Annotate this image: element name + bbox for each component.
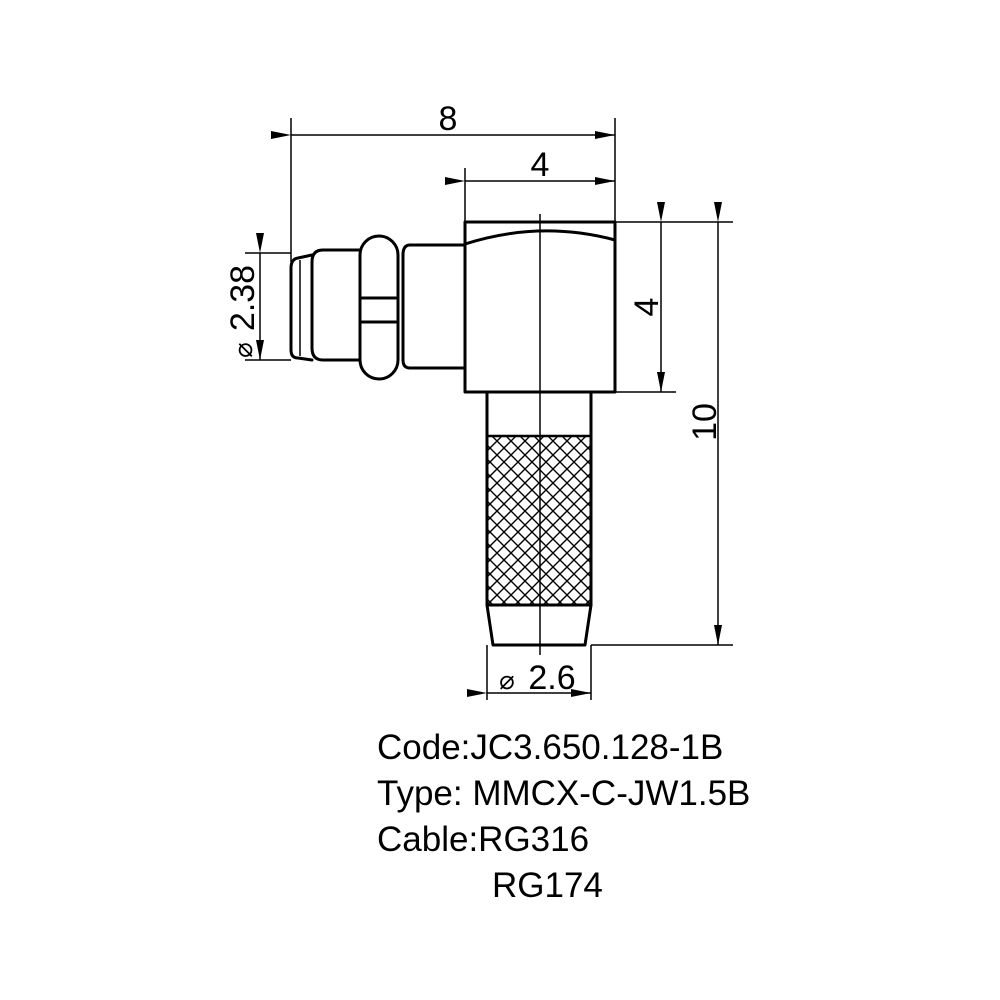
dim-label-pin-diameter: 2.38 bbox=[224, 265, 262, 331]
dimension-lines bbox=[256, 131, 722, 697]
connector-neck bbox=[401, 243, 467, 370]
diameter-symbol-icon: ⌀ bbox=[499, 665, 515, 695]
dim-label-overall-height: 10 bbox=[686, 403, 724, 441]
dim-label-body-width: 4 bbox=[531, 146, 550, 184]
dim-label-crimp-diameter: 2.6 bbox=[528, 659, 575, 697]
diameter-symbol-icon: ⌀ bbox=[228, 342, 258, 358]
knurled-section bbox=[485, 434, 593, 607]
connector-shell bbox=[310, 248, 362, 362]
cable-type-1: Cable:RG316 bbox=[377, 820, 590, 859]
dim-label-body-height: 4 bbox=[628, 298, 666, 317]
dim-label-overall-width: 8 bbox=[439, 100, 458, 138]
extension-lines bbox=[245, 118, 733, 700]
connector-outline bbox=[289, 214, 617, 655]
cable-type-2: RG174 bbox=[492, 866, 603, 905]
product-code: Code:JC3.650.128-1B bbox=[377, 728, 724, 767]
snap-tip bbox=[289, 253, 314, 362]
product-type: Type: MMCX-C-JW1.5B bbox=[377, 774, 751, 813]
coupling-ring bbox=[358, 234, 400, 381]
